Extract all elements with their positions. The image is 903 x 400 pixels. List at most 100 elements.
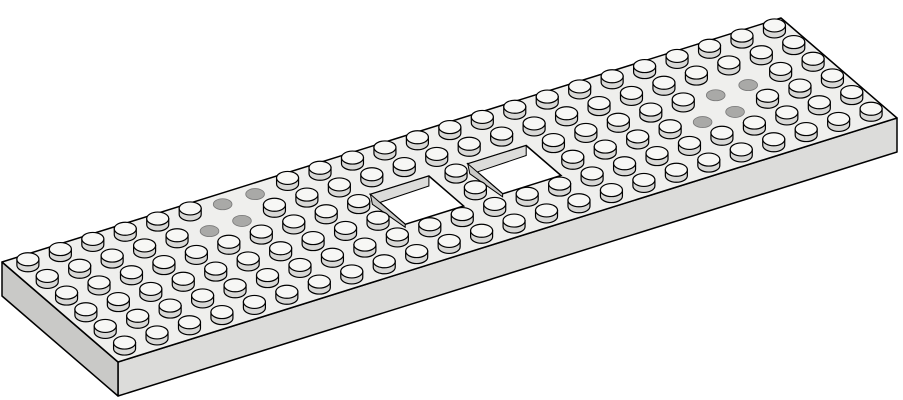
stud (730, 28, 754, 49)
stud-top (255, 267, 280, 283)
stud-top (106, 291, 130, 307)
stud (599, 182, 624, 204)
stud-top (522, 116, 546, 131)
stud-top (490, 126, 514, 141)
stud (217, 234, 241, 255)
stud (262, 197, 287, 218)
stud (100, 248, 124, 269)
stud (742, 115, 766, 136)
stud-top (652, 75, 676, 90)
stud-top (145, 325, 169, 340)
stud (288, 257, 312, 278)
stud (146, 211, 170, 232)
stud-top (554, 106, 579, 121)
stud-top (275, 170, 300, 186)
stud (152, 254, 176, 276)
stud (697, 38, 722, 59)
stud (269, 241, 293, 262)
stud-top (236, 251, 260, 266)
stud-socket (725, 105, 745, 118)
stud-top (314, 204, 338, 219)
stud (450, 206, 474, 228)
stud (242, 294, 266, 315)
stud (184, 244, 208, 265)
stud (762, 18, 787, 39)
hole-wall (467, 162, 504, 198)
stud-top (782, 34, 806, 50)
stud (749, 45, 773, 66)
stud-top (671, 92, 695, 107)
stud (418, 217, 442, 238)
stud-top (438, 119, 462, 135)
stud-top (158, 298, 182, 313)
stud-top (249, 224, 273, 239)
stud (729, 142, 753, 163)
stud-top (749, 45, 773, 60)
stud (327, 177, 351, 198)
stud-top (665, 48, 689, 64)
stud (295, 187, 319, 208)
stud-top (308, 160, 332, 175)
stud-socket (738, 79, 758, 92)
stud-top (35, 268, 59, 284)
stud-top (568, 79, 592, 94)
stud (457, 136, 481, 157)
stud (820, 68, 845, 89)
stud-top (626, 129, 650, 144)
stud (275, 170, 300, 191)
stud-top (658, 119, 682, 134)
stud-top (178, 201, 202, 216)
stud (275, 284, 299, 305)
stud-top (606, 112, 630, 127)
stud-top (463, 180, 487, 195)
stud (671, 92, 695, 113)
stud (113, 221, 137, 242)
stud-top (561, 149, 585, 164)
stud-top (788, 78, 812, 93)
stud-top (729, 142, 753, 157)
stud (677, 135, 702, 156)
stud (567, 193, 591, 214)
stud-top (437, 233, 461, 249)
stud (639, 102, 663, 123)
stud (580, 166, 604, 187)
stud (112, 335, 137, 356)
stud-top (717, 55, 741, 70)
stud-top (139, 281, 163, 297)
stud-top (165, 228, 189, 243)
stud (133, 238, 157, 259)
stud-socket (705, 89, 726, 102)
stud (372, 254, 396, 275)
stud (619, 85, 644, 106)
stud (684, 65, 708, 86)
stud-top (327, 177, 351, 192)
stud-top (755, 88, 780, 103)
stud-top (444, 163, 468, 178)
stud (807, 95, 831, 116)
stud (859, 101, 883, 122)
stud-top (600, 69, 624, 84)
stud (405, 130, 429, 151)
stud-top (567, 193, 591, 208)
stud-top (457, 136, 481, 151)
stud-top (392, 156, 416, 172)
stud (139, 281, 163, 302)
stud-top (684, 65, 708, 80)
stud-top (320, 247, 345, 262)
stud (503, 99, 527, 120)
stud (483, 196, 507, 217)
stud-top (184, 244, 208, 260)
stud-top (191, 288, 215, 303)
stud (366, 210, 390, 231)
stud-top (262, 197, 287, 212)
stud (340, 264, 364, 285)
stud-top (425, 146, 449, 162)
stud-top (664, 162, 688, 177)
stud-top (593, 139, 617, 154)
stud-top (146, 211, 170, 226)
stud-top (48, 241, 72, 257)
stud (74, 302, 98, 323)
stud (236, 251, 260, 272)
stud-top (366, 210, 390, 225)
